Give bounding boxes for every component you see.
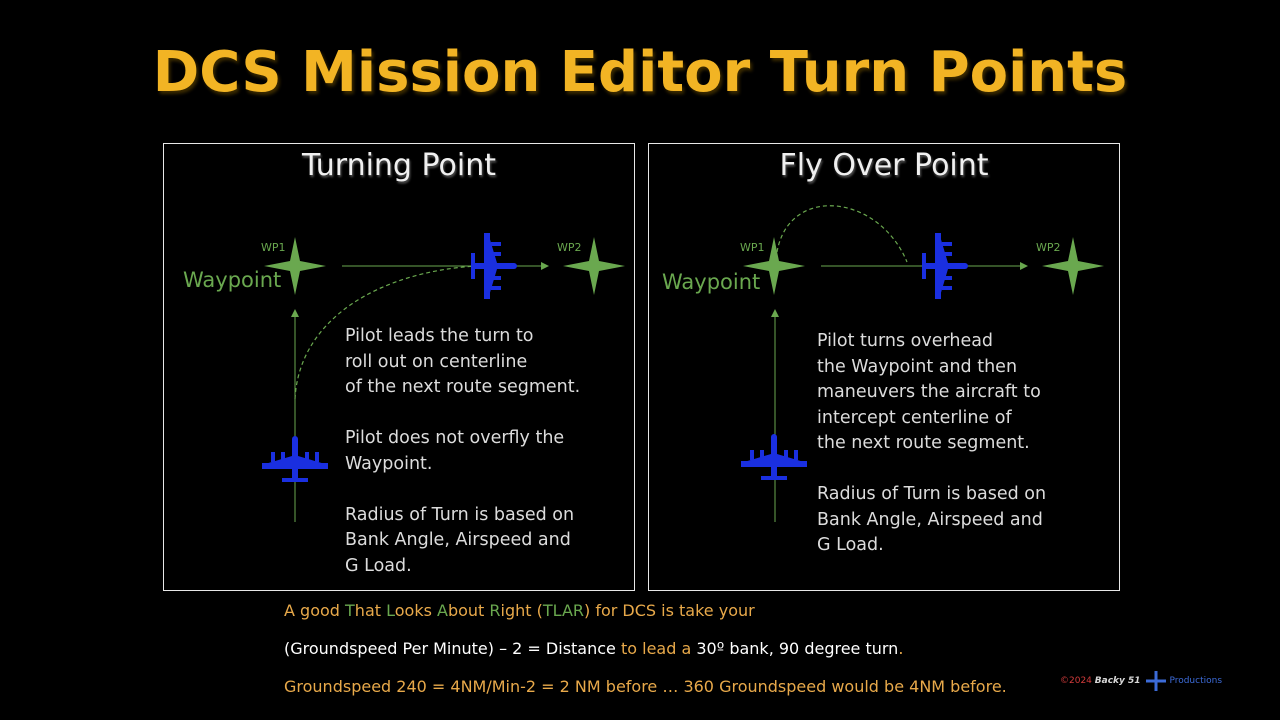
text-segment: 30º bank, 90 degree turn: [696, 639, 899, 658]
credit-copyright: ©2024: [1060, 676, 1092, 686]
text-segment: ight (: [500, 601, 543, 620]
wp2-star-icon: [1042, 237, 1104, 295]
text-segment: A: [437, 601, 448, 620]
wp1-star-icon: [743, 237, 805, 295]
wp1-label: WP1: [740, 241, 765, 254]
fly-over-point-description: Pilot turns overhead the Waypoint and th…: [817, 331, 1047, 555]
text-segment: .: [898, 639, 904, 658]
panel-title-turning-point: Turning Point: [301, 148, 497, 183]
text-segment: ooks: [394, 601, 438, 620]
tlar-formula-line: (Groundspeed Per Minute) – 2 = Distance …: [284, 639, 903, 658]
text-segment: TLAR: [542, 601, 585, 620]
turning-point-diagram: [262, 233, 625, 522]
turning-point-panel: Turning Point: [163, 143, 635, 591]
waypoint-label: Waypoint: [183, 268, 282, 292]
aircraft-north-icon: [741, 434, 807, 480]
text-segment: bout: [447, 601, 490, 620]
wp2-star-icon: [563, 237, 625, 295]
credit-suffix: Productions: [1169, 676, 1223, 686]
text-segment: to lead a: [620, 639, 697, 658]
wp2-label: WP2: [1036, 241, 1061, 254]
panel-title-fly-over-point: Fly Over Point: [779, 148, 989, 183]
fly-over-point-panel: Fly Over Point: [648, 143, 1120, 591]
turning-point-description: Pilot leads the turn to roll out on cent…: [345, 326, 581, 576]
fly-over-point-diagram: [741, 205, 1104, 522]
text-segment: R: [489, 601, 501, 620]
lead-turn-path: [294, 265, 477, 400]
slide-title: DCS Mission Editor Turn Points: [152, 40, 1128, 105]
aircraft-east-icon: [471, 233, 517, 299]
credit-name: Backy 51: [1094, 676, 1141, 686]
text-segment: L: [386, 601, 395, 620]
text-segment: ) for DCS is take your: [584, 601, 755, 620]
wp2-label: WP2: [557, 241, 582, 254]
text-segment: A good: [284, 601, 346, 620]
fly-over-turn-path: [776, 205, 908, 263]
text-segment: T: [345, 601, 355, 620]
aircraft-north-icon: [262, 436, 328, 482]
wp1-label: WP1: [261, 241, 286, 254]
waypoint-label: Waypoint: [662, 270, 761, 294]
wp1-star-icon: [264, 237, 326, 295]
tlar-example-line: Groundspeed 240 = 4NM/Min-2 = 2 NM befor…: [284, 677, 1007, 696]
text-segment: hat: [354, 601, 387, 620]
credit-logo: ©2024 Backy 51 Productions: [1060, 671, 1223, 691]
aircraft-east-icon: [922, 233, 968, 299]
text-segment: (Groundspeed Per Minute) – 2 = Distance: [284, 639, 621, 658]
tlar-intro-line: A good That Looks About Right (TLAR) for…: [284, 601, 755, 620]
aircraft-logo-icon: [1146, 671, 1166, 691]
